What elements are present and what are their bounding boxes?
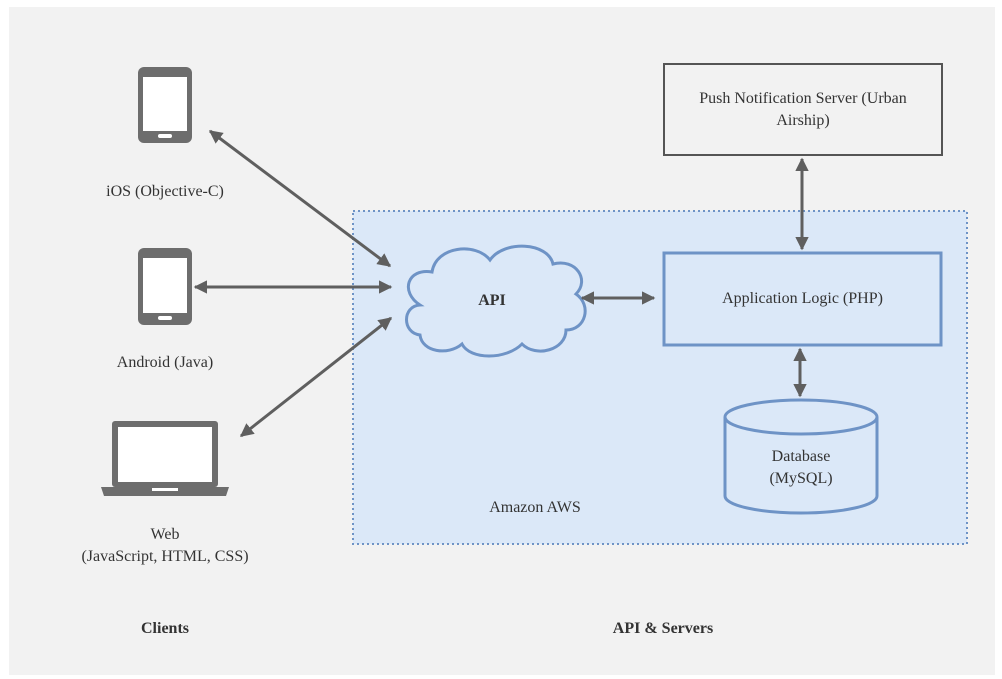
aws-region-label: Amazon AWS (489, 499, 581, 516)
arrow-ios-api (208, 129, 392, 268)
web-client-label-line1: Web (150, 526, 180, 543)
android-client-label: Android (Java) (116, 354, 214, 371)
database-label-line2: (MySQL) (769, 470, 833, 487)
api-cloud (405, 244, 587, 358)
push-notification-server-label: Push Notification Server (Urban Airship) (664, 88, 942, 132)
api-servers-section-label: API & Servers (612, 620, 714, 637)
smartphone-icon (138, 248, 192, 325)
database-cylinder (723, 398, 879, 515)
web-client-label-line2: (JavaScript, HTML, CSS) (81, 548, 249, 565)
database-label-line1: Database (771, 448, 831, 465)
push-label-line1: Push Notification Server (Urban (699, 90, 907, 107)
push-notification-server-box (663, 63, 943, 156)
laptop-icon (101, 421, 229, 496)
api-label: API (478, 292, 506, 309)
push-label-line2: Airship) (776, 112, 830, 129)
ios-client-label: iOS (Objective-C) (106, 183, 224, 200)
application-logic-label: Application Logic (PHP) (722, 290, 883, 307)
web-client-label: Web (JavaScript, HTML, CSS) (45, 524, 285, 568)
arrow-web-api (239, 316, 393, 438)
smartphone-icon (138, 67, 192, 143)
database-label: Database (MySQL) (725, 446, 877, 490)
application-logic-box (662, 251, 943, 347)
clients-section-label: Clients (141, 620, 189, 637)
